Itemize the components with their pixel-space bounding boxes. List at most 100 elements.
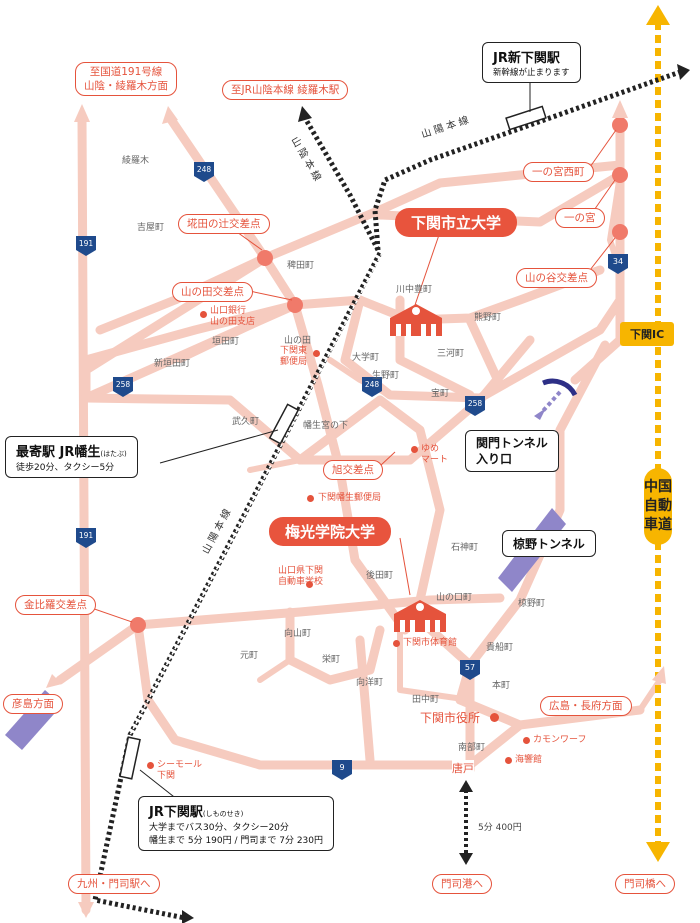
intersection-yamanota: 山の田交差点 xyxy=(172,282,253,303)
chugoku-expressway-label: 中国自動車道 xyxy=(644,468,672,545)
area-kumano: 熊野町 xyxy=(474,313,502,323)
kaikyokan-label: 海響館 xyxy=(515,755,543,765)
shimonoseki-station-box: JR下関駅(しものせき) 大学までバス30分、タクシー20分 幡生まで 5分 1… xyxy=(138,796,335,851)
yume-mart-dot xyxy=(411,446,418,453)
intersection-konpira: 金比羅交差点 xyxy=(15,595,96,616)
shin-shimonoseki-name: JR新下関駅 xyxy=(493,51,560,66)
kanmon-tunnel-icon xyxy=(534,378,578,420)
area-sakae: 栄町 xyxy=(322,655,341,665)
route-258b: 258 xyxy=(467,399,483,408)
driving-school-label: 山口県下関 自動車学校 xyxy=(278,566,324,588)
kamon-wharf-label: カモンワーフ xyxy=(533,735,587,745)
area-yamanokuchi: 山の口町 xyxy=(436,593,473,603)
area-takara: 宝町 xyxy=(431,389,450,399)
area-karato: 唐戸 xyxy=(452,760,474,776)
route-shields xyxy=(76,162,628,780)
direction-arrows xyxy=(46,100,666,918)
hatabu-post-dot xyxy=(307,495,314,502)
area-nanbu: 南部町 xyxy=(458,743,486,753)
intersection-ichinomiya: 一の宮 xyxy=(555,208,605,229)
railways xyxy=(92,64,690,923)
route-9: 9 xyxy=(339,763,345,772)
city-hall-dot xyxy=(490,713,499,722)
shin-shimonoseki-station-box: JR新下関駅 新幹線が止まります xyxy=(482,42,581,83)
shin-shimonoseki-note: 新幹線が止まります xyxy=(493,68,570,78)
area-shinhieda: 新垣田町 xyxy=(154,359,191,369)
area-yamanotacho: 山の田 xyxy=(284,336,312,346)
mukuno-tunnel-label: 椋野トンネル xyxy=(502,530,596,557)
area-mukuno: 椋野町 xyxy=(518,599,546,609)
dest-mojiko: 門司港へ xyxy=(432,874,492,895)
higashi-post-label: 下関東 郵便局 xyxy=(280,346,308,368)
area-daigaku: 大学町 xyxy=(352,353,380,363)
intersection-asahi: 旭交差点 xyxy=(323,460,383,481)
seamall-label: シーモール 下関 xyxy=(157,760,203,782)
yume-mart-label: ゆめ マート xyxy=(421,444,449,466)
city-univ-label: 下関市立大学 xyxy=(395,208,518,237)
hatabu-post-label: 下関幡生郵便局 xyxy=(318,493,382,503)
gymnasium-label: 下関市体育館 xyxy=(403,638,458,648)
dest-kyushu-mojieki: 九州・門司駅へ xyxy=(68,874,160,895)
dest-hiroshima-chofu: 広島・長府方面 xyxy=(540,696,632,717)
area-kawanakatoyo: 川中豊町 xyxy=(396,285,433,295)
area-ikuno: 生野町 xyxy=(372,371,400,381)
hatabu-station-marker xyxy=(268,403,300,445)
yamaguchi-bank-label: 山口銀行 山の田支店 xyxy=(210,306,256,328)
dest-mojiko-bridge: 門司橋へ xyxy=(615,874,675,895)
shimonoseki-kana: (しものせき) xyxy=(202,810,244,818)
area-mikawa: 三河町 xyxy=(437,349,465,359)
area-ishigami: 石神町 xyxy=(451,543,479,553)
hatabu-name: 最寄駅 JR幡生 xyxy=(16,445,101,460)
baiko-univ-label: 梅光学院大学 xyxy=(269,517,392,546)
roads xyxy=(55,110,663,915)
kaikyokan-dot xyxy=(505,757,512,764)
shimonoseki-name: JR下関駅 xyxy=(149,805,203,820)
shimonoseki-note2: 幡生まで 5分 190円 / 門司まで 7分 230円 xyxy=(149,836,324,846)
area-mukaiyama: 向山町 xyxy=(284,629,312,639)
shimonoseki-note1: 大学までバス30分、タクシー20分 xyxy=(149,823,289,833)
shin-shimonoseki-station-marker xyxy=(505,105,547,131)
gymnasium-dot xyxy=(393,640,400,647)
area-hieda: 垣田町 xyxy=(212,337,240,347)
area-honmachi: 本町 xyxy=(492,681,511,691)
chugoku-expressway xyxy=(646,5,670,862)
shimonoseki-ic-label: 下関IC xyxy=(620,322,675,346)
area-yoshimi: 吉屋町 xyxy=(137,223,165,233)
area-ayaragi: 綾羅木 xyxy=(122,156,150,166)
area-moto: 元町 xyxy=(240,651,259,661)
seamall-dot xyxy=(147,762,154,769)
area-takehisa: 武久町 xyxy=(232,417,260,427)
area-tanaka: 田中町 xyxy=(412,695,440,705)
higashi-post-dot xyxy=(313,350,320,357)
baiko-building-icon xyxy=(394,600,446,632)
dest-kokudo191: 至国道191号線 山陰・綾羅木方面 xyxy=(75,62,177,97)
city-hall-label: 下関市役所 xyxy=(420,711,481,725)
dest-hikoshima: 彦島方面 xyxy=(3,694,63,715)
intersection-dots xyxy=(130,117,628,633)
shimonoseki-station-marker xyxy=(119,736,141,780)
yamaguchi-bank-dot xyxy=(200,311,207,318)
intersection-sakata: 埖田の辻交差点 xyxy=(178,214,270,235)
intersection-yamanotani: 山の谷交差点 xyxy=(516,268,597,289)
hatabu-kana: (はたぶ) xyxy=(100,450,127,458)
route-258a: 258 xyxy=(115,380,131,389)
route-248a: 248 xyxy=(196,165,212,174)
route-34: 34 xyxy=(612,257,624,266)
area-mukaihora: 向洋町 xyxy=(356,678,384,688)
area-hatabu-miyanoshita: 幡生宮の下 xyxy=(303,421,349,431)
kanmon-tunnel-label: 関門トンネル 入り口 xyxy=(465,430,559,473)
dest-sanin-ayaragi: 至JR山陰本線 綾羅木駅 xyxy=(222,80,349,101)
route-248b: 248 xyxy=(364,380,380,389)
route-57: 57 xyxy=(464,663,476,672)
ferry-arrow xyxy=(459,780,473,865)
hatabu-note: 徒歩20分、タクシー5分 xyxy=(16,463,115,473)
driving-school-dot xyxy=(306,581,313,588)
route-191a: 191 xyxy=(78,239,94,248)
area-hatabucho: 稗田町 xyxy=(287,261,315,271)
area-shinfune: 貴船町 xyxy=(486,643,514,653)
route-191b: 191 xyxy=(78,531,94,540)
hatabu-station-box: 最寄駅 JR幡生(はたぶ) 徒歩20分、タクシー5分 xyxy=(5,436,138,478)
area-gotanda: 後田町 xyxy=(366,571,394,581)
ferry-note: 5分 400円 xyxy=(478,823,522,833)
